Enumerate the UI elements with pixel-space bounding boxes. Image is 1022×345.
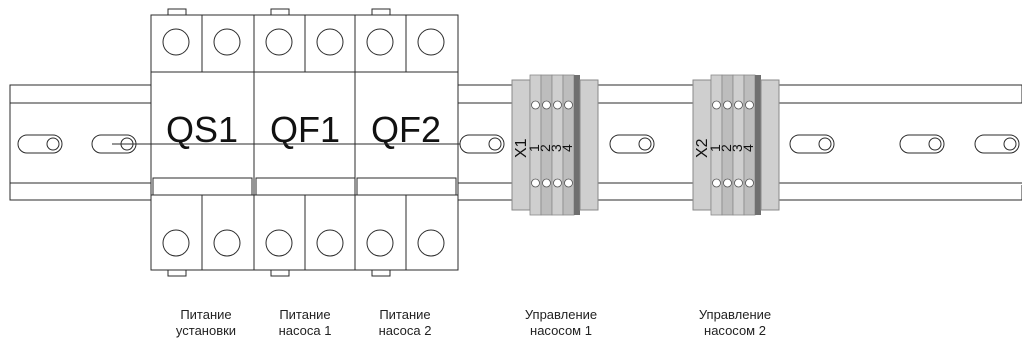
breaker-label-qf2: QF2 bbox=[371, 109, 441, 150]
caption-x1-line2: насосом 1 bbox=[530, 323, 592, 338]
terminal-top-hole bbox=[734, 100, 743, 110]
terminal-number: 3 bbox=[729, 144, 745, 152]
breaker-handle-band bbox=[255, 177, 356, 196]
breaker-handle-band bbox=[356, 177, 457, 196]
caption-qf2-line2: насоса 2 bbox=[378, 323, 432, 338]
terminal-number: 4 bbox=[559, 144, 575, 152]
terminal-number: 3 bbox=[548, 144, 564, 152]
caption-qs1-line1: Питание bbox=[180, 307, 232, 322]
rail-slot-pin bbox=[488, 137, 502, 151]
caption-x2-line2: насосом 2 bbox=[704, 323, 766, 338]
terminal-top-hole bbox=[564, 100, 573, 110]
breaker-top-screw bbox=[213, 28, 241, 56]
terminal-end-stop bbox=[574, 75, 580, 215]
terminal-bottom-hole bbox=[542, 178, 551, 188]
terminal-top-hole bbox=[745, 100, 754, 110]
breaker-label-qs1: QS1 bbox=[166, 109, 238, 150]
terminal-number: 2 bbox=[537, 144, 553, 152]
breaker-top-screw bbox=[316, 28, 344, 56]
din-rail-outline bbox=[9, 84, 1022, 201]
rail-slot-pin bbox=[1003, 137, 1017, 151]
caption-x2: Управление насосом 2 bbox=[680, 307, 790, 339]
terminal-bottom-hole bbox=[723, 178, 732, 188]
terminal-bottom-hole bbox=[553, 178, 562, 188]
caption-qs1: Питание установки bbox=[151, 307, 261, 339]
caption-x1: Управление насосом 1 bbox=[506, 307, 616, 339]
breaker-bottom-screw bbox=[316, 229, 344, 257]
breaker-handle-band bbox=[152, 177, 253, 196]
terminal-top-hole bbox=[723, 100, 732, 110]
rail-slots bbox=[17, 134, 1020, 154]
breaker-bottom-screw bbox=[265, 229, 293, 257]
breaker-qf2: QF2 bbox=[354, 8, 459, 277]
terminal-top-hole bbox=[531, 100, 540, 110]
terminal-bottom-hole bbox=[745, 178, 754, 188]
caption-qf2-line1: Питание bbox=[379, 307, 431, 322]
breaker-top-screw bbox=[265, 28, 293, 56]
terminal-end-bracket bbox=[760, 79, 780, 211]
breakers-group: QS1 QF1 QF2 bbox=[112, 8, 460, 277]
terminal-bottom-hole bbox=[712, 178, 721, 188]
terminal-end-bracket bbox=[579, 79, 599, 211]
terminal-bottom-hole bbox=[734, 178, 743, 188]
terminal-number: 1 bbox=[707, 144, 723, 152]
caption-x1-line1: Управление bbox=[524, 307, 598, 322]
terminal-number: 4 bbox=[740, 144, 756, 152]
caption-qf1-line1: Питание bbox=[279, 307, 331, 322]
caption-qs1-line2: установки bbox=[175, 323, 237, 338]
breaker-top-screw bbox=[366, 28, 394, 56]
rail-slot-pin bbox=[46, 137, 60, 151]
breaker-bottom-screw bbox=[162, 229, 190, 257]
breaker-bottom-screw bbox=[417, 229, 445, 257]
rail-slot-pin bbox=[818, 137, 832, 151]
breaker-top-screw bbox=[417, 28, 445, 56]
breaker-bottom-clip bbox=[270, 269, 290, 277]
terminal-top-hole bbox=[542, 100, 551, 110]
rail-slot-pin bbox=[928, 137, 942, 151]
terminal-bottom-hole bbox=[531, 178, 540, 188]
terminal-block-label-x2: X2 bbox=[694, 138, 711, 158]
caption-x2-line1: Управление bbox=[698, 307, 772, 322]
terminal-top-hole bbox=[712, 100, 721, 110]
breaker-top-screw bbox=[162, 28, 190, 56]
breaker-qf1: QF1 bbox=[253, 8, 358, 277]
breaker-qs1: QS1 bbox=[150, 8, 255, 277]
breaker-bottom-screw bbox=[213, 229, 241, 257]
rail-slot-pin bbox=[638, 137, 652, 151]
terminal-number: 1 bbox=[526, 144, 542, 152]
breaker-top-clip bbox=[371, 8, 391, 16]
caption-qf1: Питание насоса 1 bbox=[250, 307, 360, 339]
breaker-bottom-screw bbox=[366, 229, 394, 257]
terminal-bottom-hole bbox=[564, 178, 573, 188]
breaker-bottom-clip bbox=[371, 269, 391, 277]
breaker-top-clip bbox=[270, 8, 290, 16]
terminal-top-hole bbox=[553, 100, 562, 110]
caption-qf2: Питание насоса 2 bbox=[350, 307, 460, 339]
terminal-number: 2 bbox=[718, 144, 734, 152]
din-rail bbox=[9, 84, 1022, 201]
caption-qf1-line2: насоса 1 bbox=[278, 323, 332, 338]
terminal-block-label-x1: X1 bbox=[513, 138, 530, 158]
breaker-bottom-clip bbox=[167, 269, 187, 277]
terminal-end-stop bbox=[755, 75, 761, 215]
breaker-label-qf1: QF1 bbox=[270, 109, 340, 150]
breaker-top-clip bbox=[167, 8, 187, 16]
